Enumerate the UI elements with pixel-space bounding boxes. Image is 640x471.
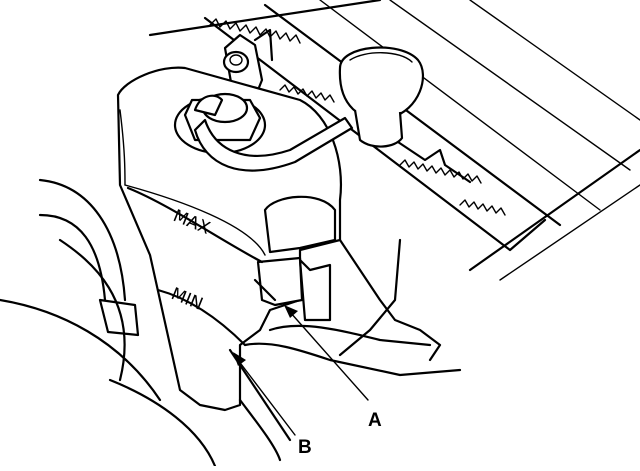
radiator-cap: [338, 46, 425, 148]
leader-line-a: [284, 305, 369, 401]
lower-hose: [0, 178, 217, 468]
overflow-hose: [193, 94, 354, 172]
leader-line-b: [233, 352, 296, 436]
callout-a: A: [368, 410, 382, 431]
radiator: [148, 0, 640, 281]
tank-support: [228, 238, 462, 462]
callout-b: B: [298, 437, 312, 458]
